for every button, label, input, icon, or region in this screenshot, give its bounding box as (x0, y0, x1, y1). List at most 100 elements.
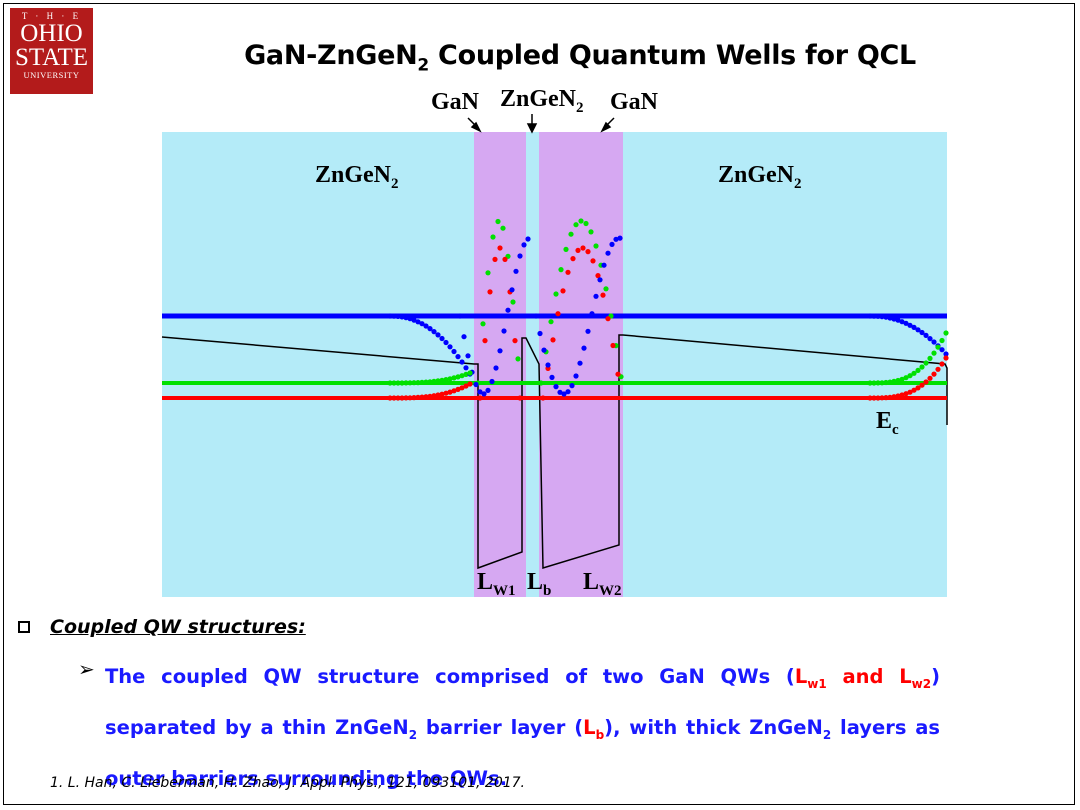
zngen2-right-region-label: ZnGeN2 (718, 162, 802, 192)
blue-wavefunction-dot (581, 345, 587, 351)
red-wavefunction-dot (395, 395, 401, 401)
green-wavefunction-dot (879, 380, 885, 386)
blue-wavefunction-dot (903, 320, 909, 326)
body-paragraph: The coupled QW structure comprised of tw… (105, 665, 941, 790)
bullet-heading: Coupled QW structures: (50, 616, 306, 638)
green-wavefunction-dot (463, 371, 469, 377)
red-wavefunction-dot (575, 247, 581, 253)
red-wavefunction-dot (923, 379, 929, 385)
blue-wavefunction-dot (601, 262, 607, 268)
green-wavefunction-dot (943, 330, 949, 336)
red-wavefunction-dot (487, 289, 493, 295)
blue-wavefunction-dot (557, 389, 563, 395)
red-wavefunction-dot (455, 386, 461, 392)
blue-wavefunction-dot (481, 391, 487, 397)
blue-wavefunction-dot (525, 236, 531, 242)
red-wavefunction-dot (502, 256, 508, 262)
red-wavefunction-dot (570, 256, 576, 262)
red-wavefunction-dot (600, 292, 606, 298)
arrowhead-gan-left (470, 121, 482, 133)
blue-wavefunction-dot (545, 362, 551, 368)
blue-wavefunction-dot (477, 389, 483, 395)
red-wavefunction-dot (871, 395, 877, 401)
blue-wavefunction-dot (501, 328, 507, 334)
green-wavefunction-dot (899, 376, 905, 382)
red-wavefunction-dot (555, 311, 561, 317)
red-wavefunction-dot (431, 393, 437, 399)
blue-wavefunction-dot (463, 365, 469, 371)
green-wavefunction-dot (443, 377, 449, 383)
blue-wavefunction-dot (613, 236, 619, 242)
red-wavefunction-dot (895, 393, 901, 399)
red-wavefunction-dot (879, 395, 885, 401)
blue-wavefunction-dot (447, 344, 453, 350)
blue-wavefunction-dot (461, 334, 467, 340)
green-wavefunction-dot (915, 367, 921, 373)
red-wavefunction-dot (447, 389, 453, 395)
zngen2-label-middle: ZnGeN2 (500, 86, 584, 116)
lw2-label: LW2 (583, 569, 622, 599)
green-wavefunction-dot (891, 378, 897, 384)
green-wavefunction-dot (467, 370, 473, 376)
blue-wavefunction-dot (923, 332, 929, 338)
blue-wavefunction-dot (431, 329, 437, 335)
red-wavefunction-dot (403, 395, 409, 401)
red-wavefunction-dot (919, 382, 925, 388)
red-wavefunction-dot (927, 375, 933, 381)
green-wavefunction-dot (875, 380, 881, 386)
blue-wavefunction-dot (597, 277, 603, 283)
green-wavefunction-dot (435, 378, 441, 384)
blue-wavefunction-dot (605, 250, 611, 256)
green-wavefunction-dot (510, 299, 516, 305)
blue-wavefunction-dot (565, 389, 571, 395)
red-wavefunction-dot (512, 338, 518, 344)
blue-wavefunction-dot (617, 235, 623, 241)
red-wavefunction-dot (407, 395, 413, 401)
green-wavefunction-dot (403, 380, 409, 386)
green-wavefunction-dot (395, 380, 401, 386)
blue-wavefunction-dot (407, 316, 413, 322)
red-wavefunction-dot (610, 342, 616, 349)
blue-wavefunction-dot (485, 387, 491, 393)
blue-wavefunction-dot (577, 360, 583, 366)
red-wavefunction-dot (595, 273, 601, 279)
green-wavefunction-dot (515, 356, 521, 362)
slide-frame (3, 3, 1075, 805)
red-wavefunction-dot (875, 395, 881, 401)
conduction-band-edge (161, 334, 948, 570)
red-wavefunction-dot (883, 395, 889, 401)
green-wavefunction-dot (490, 234, 496, 240)
blue-wavefunction-dot (867, 313, 873, 319)
blue-wavefunction-dot (569, 383, 575, 389)
red-wavefunction-dot (492, 256, 498, 262)
blue-wavefunction-dot (589, 311, 595, 317)
blue-wavefunction-dot (553, 384, 559, 390)
green-wavefunction-dot (553, 291, 559, 297)
gan-label-right: GaN (610, 89, 658, 115)
blue-wavefunction-dot (403, 315, 409, 321)
red-wavefunction-dot (451, 388, 457, 394)
blue-wavefunction-dot (473, 381, 479, 388)
blue-wavefunction-dot (395, 313, 401, 319)
blue-wavefunction-dot (533, 313, 539, 319)
red-wavefunction-dot (387, 395, 393, 401)
blue-wavefunction-dot (455, 354, 461, 360)
red-wavefunction-dot (907, 389, 913, 395)
green-wavefunction-dot (439, 377, 445, 383)
green-wavefunction-dot (415, 380, 421, 386)
blue-wavefunction-dot (399, 314, 405, 320)
blue-wavefunction-dot (517, 253, 523, 259)
red-wavefunction-dot (580, 245, 586, 251)
blue-wavefunction-dot (423, 323, 429, 329)
well-1-region (474, 132, 526, 597)
green-wavefunction-dot (399, 380, 405, 386)
green-wavefunction-dot (459, 373, 465, 379)
blue-wavefunction-dot (427, 326, 433, 332)
green-wavefunction-dot (423, 379, 429, 385)
red-wavefunction-dot (560, 288, 566, 294)
green-wavefunction-dot (935, 344, 941, 350)
logo-line-state: STATE (15, 44, 88, 71)
red-wavefunction-dot (867, 395, 873, 401)
blue-wavefunction-dot (459, 359, 465, 365)
blue-wavefunction-dot (891, 316, 897, 322)
